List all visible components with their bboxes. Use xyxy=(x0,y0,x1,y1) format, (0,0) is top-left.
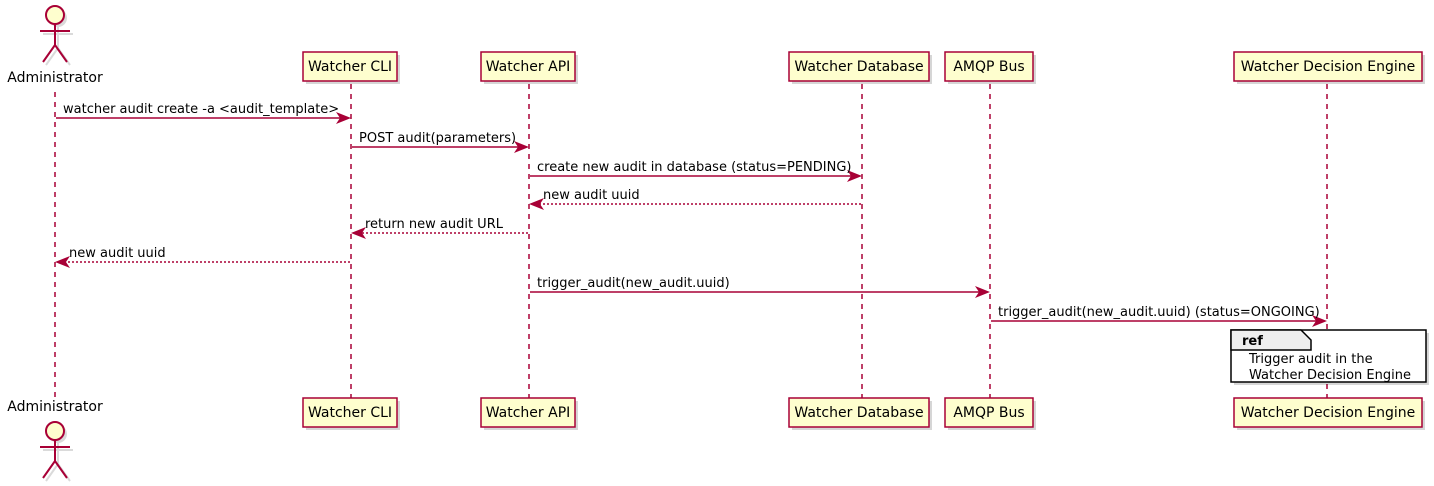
message-1-watcher-audit-create[interactable]: watcher audit create -a <audit_template> xyxy=(56,102,351,124)
message-1-arrowhead-icon xyxy=(336,112,351,124)
participant-box xyxy=(480,51,576,82)
participant-label-watcher-cli-bottom: Watcher CLI xyxy=(308,405,392,421)
participant-watcher-database-bottom[interactable]: Watcher Database xyxy=(788,397,932,430)
message-8-label: trigger_audit(new_audit.uuid) (status=ON… xyxy=(998,305,1320,320)
participant-box xyxy=(788,51,930,82)
actor-body-icon xyxy=(40,440,70,479)
message-2-arrowhead-icon xyxy=(514,141,529,153)
actor-administrator-bottom[interactable]: Administrator xyxy=(7,399,103,482)
message-2-label: POST audit(parameters) xyxy=(359,131,516,146)
message-4-arrowhead-icon xyxy=(529,198,544,210)
ref-fragment-title: ref xyxy=(1242,334,1263,349)
message-6-arrowhead-icon xyxy=(55,256,70,268)
actor-head-icon xyxy=(45,421,65,441)
participant-amqp-bus-top[interactable]: AMQP Bus xyxy=(944,51,1036,84)
participant-amqp-bus-bottom[interactable]: AMQP Bus xyxy=(944,397,1036,430)
participant-box xyxy=(944,397,1034,428)
message-4-label: new audit uuid xyxy=(543,188,640,203)
message-3-create-new-audit[interactable]: create new audit in database (status=PEN… xyxy=(530,160,862,182)
participant-watcher-cli-top[interactable]: Watcher CLI xyxy=(302,51,400,84)
message-6-new-audit-uuid[interactable]: new audit uuid xyxy=(55,246,350,268)
participant-box xyxy=(1233,397,1423,428)
participant-label-watcher-cli-top: Watcher CLI xyxy=(308,59,392,75)
participant-box xyxy=(788,397,930,428)
participant-label-amqp-bus-bottom: AMQP Bus xyxy=(953,405,1024,421)
participant-watcher-database-top[interactable]: Watcher Database xyxy=(788,51,932,84)
message-3-arrowhead-icon xyxy=(847,170,862,182)
message-1-label: watcher audit create -a <audit_template> xyxy=(63,102,339,117)
actor-label-administrator-top: Administrator xyxy=(7,70,103,86)
message-8-arrowhead-icon xyxy=(1312,315,1327,327)
message-7-arrowhead-icon xyxy=(975,286,990,298)
participant-label-watcher-api-top: Watcher API xyxy=(486,59,571,75)
message-7-trigger-audit[interactable]: trigger_audit(new_audit.uuid) xyxy=(530,276,990,298)
message-8-trigger-audit-ongoing[interactable]: trigger_audit(new_audit.uuid) (status=ON… xyxy=(991,305,1327,327)
participant-label-watcher-database-top: Watcher Database xyxy=(794,59,923,75)
message-2-post-audit[interactable]: POST audit(parameters) xyxy=(352,131,529,153)
participant-label-watcher-decision-engine-bottom: Watcher Decision Engine xyxy=(1241,405,1415,421)
participant-box xyxy=(480,397,576,428)
participant-box xyxy=(302,51,398,82)
message-7-label: trigger_audit(new_audit.uuid) xyxy=(537,276,730,291)
message-5-return-new-audit-url[interactable]: return new audit URL xyxy=(351,217,528,239)
lifelines-group xyxy=(54,84,1328,398)
message-5-arrowhead-icon xyxy=(351,227,366,239)
actor-administrator-top[interactable]: Administrator xyxy=(7,5,103,86)
ref-fragment[interactable]: ref Trigger audit in the Watcher Decisio… xyxy=(1230,329,1429,385)
ref-fragment-line-1: Trigger audit in the xyxy=(1248,352,1373,367)
participant-box xyxy=(944,51,1034,82)
participant-watcher-api-bottom[interactable]: Watcher API xyxy=(480,397,578,430)
participant-watcher-decision-engine-bottom[interactable]: Watcher Decision Engine xyxy=(1233,397,1425,430)
ref-fragment-tab xyxy=(1230,329,1312,351)
message-5-label: return new audit URL xyxy=(365,217,504,232)
participant-label-amqp-bus-top: AMQP Bus xyxy=(953,59,1024,75)
participant-watcher-decision-engine-top[interactable]: Watcher Decision Engine xyxy=(1233,51,1425,84)
participant-label-watcher-database-bottom: Watcher Database xyxy=(794,405,923,421)
actor-body-icon xyxy=(40,24,70,63)
ref-fragment-line-2: Watcher Decision Engine xyxy=(1249,368,1411,383)
participant-box xyxy=(302,397,398,428)
message-6-label: new audit uuid xyxy=(69,246,166,261)
actor-head-icon xyxy=(45,5,65,25)
message-4-new-audit-uuid[interactable]: new audit uuid xyxy=(529,188,861,210)
actor-label-administrator-bottom: Administrator xyxy=(7,399,103,415)
participant-watcher-cli-bottom[interactable]: Watcher CLI xyxy=(302,397,400,430)
participant-watcher-api-top[interactable]: Watcher API xyxy=(480,51,578,84)
participant-label-watcher-decision-engine-top: Watcher Decision Engine xyxy=(1241,59,1415,75)
participant-label-watcher-api-bottom: Watcher API xyxy=(486,405,571,421)
message-3-label: create new audit in database (status=PEN… xyxy=(537,160,852,175)
participant-box xyxy=(1233,51,1423,82)
